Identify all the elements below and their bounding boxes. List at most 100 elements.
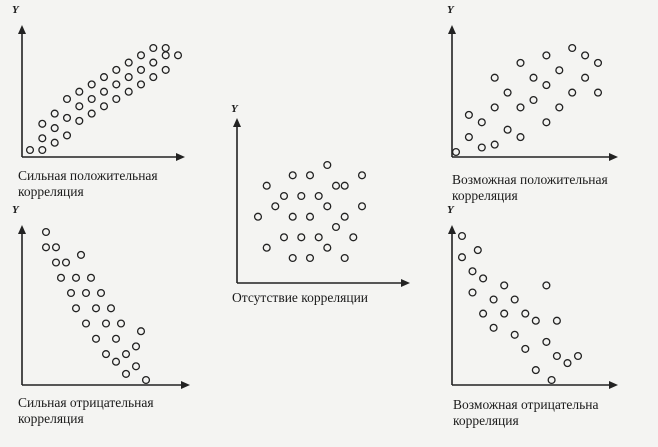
data-point (323, 243, 332, 252)
data-point (173, 51, 183, 60)
data-point (262, 243, 271, 252)
panel-strong-positive (18, 25, 185, 161)
data-point (62, 113, 72, 122)
data-point (479, 274, 488, 283)
data-point (593, 58, 603, 67)
y-axis-arrow (18, 25, 26, 34)
data-point (521, 344, 530, 353)
data-point (529, 95, 538, 105)
data-point (500, 309, 509, 318)
caption-line: корреляция (18, 411, 84, 426)
data-point (62, 131, 72, 140)
data-point (568, 43, 577, 53)
data-point (38, 145, 47, 155)
data-point (529, 73, 538, 82)
data-point (124, 87, 133, 96)
data-point (490, 73, 499, 82)
data-point (500, 281, 509, 290)
data-point (542, 51, 551, 60)
caption-line: корреляция (453, 413, 519, 428)
data-point (71, 273, 81, 282)
x-axis-arrow (401, 279, 410, 287)
panel-no-correlation (233, 118, 410, 287)
data-point (510, 330, 519, 339)
data-point (61, 258, 71, 267)
data-point (288, 253, 297, 263)
data-point (124, 73, 133, 82)
data-point (101, 350, 111, 359)
data-point (340, 253, 349, 263)
data-point (552, 316, 561, 325)
caption-line: корреляция (18, 184, 84, 199)
caption-line: Сильная положительная (18, 168, 158, 183)
ylabel-possible-positive: Y (447, 4, 454, 16)
data-point (50, 138, 59, 147)
data-point (555, 103, 564, 112)
data-point (547, 375, 556, 385)
data-point (161, 43, 170, 53)
data-point (41, 227, 51, 237)
data-point (99, 87, 109, 96)
data-point (464, 110, 473, 119)
panel-possible-negative (448, 225, 618, 389)
data-point (131, 342, 141, 351)
caption-possible-positive: Возможная положительная корреляция (452, 172, 608, 204)
caption-line: Возможная отрицательна (453, 397, 599, 412)
data-point (149, 58, 158, 67)
data-point (531, 366, 540, 375)
data-point (51, 258, 61, 267)
data-point (593, 88, 603, 97)
y-axis-arrow (18, 225, 26, 234)
data-point (161, 51, 170, 60)
x-axis-arrow (176, 153, 185, 161)
data-point (75, 87, 84, 96)
data-point (111, 357, 121, 366)
data-point (297, 233, 306, 242)
data-point (340, 212, 349, 221)
x-axis-arrow (609, 381, 618, 389)
data-point (542, 81, 551, 90)
data-point (51, 243, 61, 252)
data-point (490, 140, 499, 149)
data-point (91, 304, 101, 313)
data-point (489, 295, 498, 304)
data-point (99, 102, 109, 111)
data-point (314, 233, 323, 242)
data-point (136, 327, 146, 336)
data-point (81, 288, 91, 298)
data-point (271, 202, 280, 211)
data-point (457, 231, 467, 241)
data-point (38, 119, 47, 128)
data-point (323, 160, 332, 170)
data-point (563, 359, 572, 368)
data-point (62, 94, 72, 104)
data-point (136, 80, 146, 89)
data-point (279, 191, 289, 201)
caption-line: Сильная отрицательная (18, 395, 154, 410)
data-point (468, 288, 477, 297)
data-point (87, 94, 96, 104)
data-point (75, 116, 84, 125)
data-point (477, 143, 486, 152)
data-point (91, 334, 101, 343)
data-point (357, 171, 367, 180)
caption-strong-positive: Сильная положительная корреляция (18, 168, 158, 200)
data-point (81, 319, 91, 328)
data-point (531, 316, 540, 325)
caption-strong-negative: Сильная отрицательная корреляция (18, 395, 154, 427)
ylabel-strong-negative: Y (12, 204, 19, 216)
data-point (131, 362, 141, 371)
data-point (516, 58, 525, 67)
data-point (510, 295, 519, 304)
caption-line: корреляция (452, 188, 518, 203)
data-point (149, 73, 158, 82)
data-point (136, 51, 146, 60)
caption-no-correlation: Отсутствие корреляции (232, 290, 368, 306)
data-point (451, 147, 461, 157)
data-point (314, 191, 323, 201)
data-point (71, 304, 81, 313)
data-point (112, 80, 121, 89)
data-point (106, 304, 116, 313)
